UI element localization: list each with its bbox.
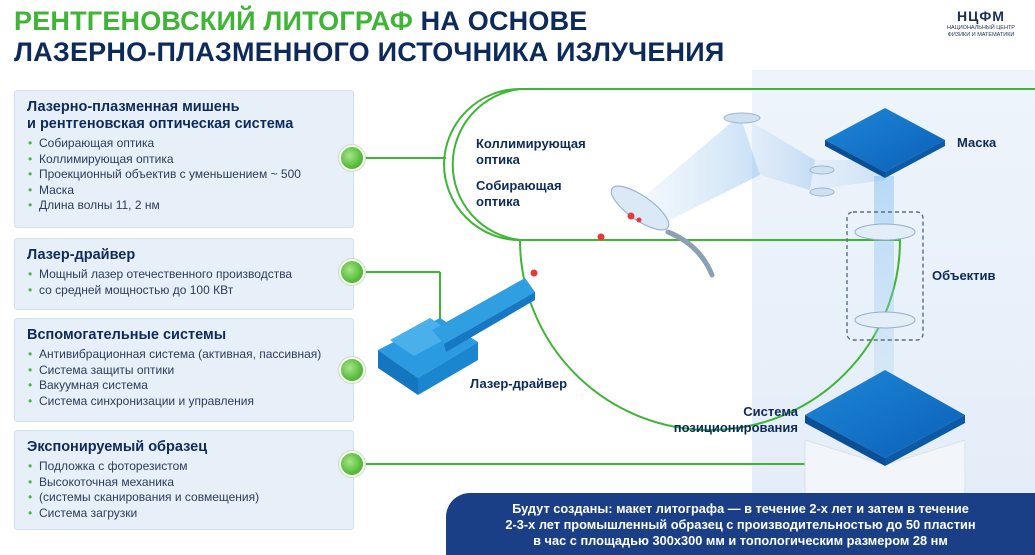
label-positioning-2: позиционирования — [673, 420, 798, 435]
connector-dot-4 — [341, 453, 363, 475]
banner-line-3: в час с площадью 300х300 мм и топологиче… — [533, 533, 948, 548]
banner-line-2: 2-3-х лет промышленный образец с произво… — [505, 517, 976, 532]
card-laser-driver: Лазер-драйвер Мощный лазер отечественног… — [14, 238, 354, 310]
list-item: Подложка с фоторезистом — [27, 459, 341, 475]
label-positioning-system: Система позиционирования — [662, 404, 798, 436]
title-line1-rest: НА ОСНОВЕ — [412, 6, 588, 36]
summary-banner: Будут созданы: макет литографа — в течен… — [446, 493, 1035, 555]
title-highlight: РЕНТГЕНОВСКИЙ ЛИТОГРАФ — [14, 6, 413, 36]
list-item: Высокоточная механика — [27, 475, 341, 491]
collimating-mirror — [723, 112, 761, 124]
title-line2: ЛАЗЕРНО-ПЛАЗМЕННОГО ИСТОЧНИКА ИЗЛУЧЕНИЯ — [14, 37, 725, 67]
list-item: Вакуумная система — [27, 378, 341, 394]
objective-lens-bottom — [854, 311, 916, 329]
card-list: Собирающая оптика Коллимирующая оптика П… — [27, 136, 341, 214]
list-item: Длина волны 11, 2 нм — [27, 198, 341, 214]
card-list: Подложка с фоторезистом Высокоточная мех… — [27, 459, 341, 521]
laser-driver-device — [378, 269, 538, 395]
card-title-line2: и рентгеновская оптическая система — [27, 116, 294, 132]
label-collecting-optics: Собирающая оптика — [476, 178, 562, 210]
label-mask: Маска — [957, 135, 997, 150]
list-item: Система синхронизации и управления — [27, 394, 341, 410]
card-list: Антивибрационная система (активная, пасс… — [27, 347, 341, 409]
connector-dot-2 — [341, 261, 363, 283]
list-item: Мощный лазер отечественного производства — [27, 267, 341, 283]
list-item: (системы сканирования и совмещения) — [27, 490, 341, 506]
label-collecting-2: оптика — [476, 194, 520, 209]
label-collimating-optics: Коллимирующая оптика — [476, 136, 586, 168]
label-collimating-2: оптика — [476, 152, 520, 167]
logo-line1: НАЦИОНАЛЬНЫЙ ЦЕНТР — [947, 25, 1015, 31]
connector-dot-3 — [341, 359, 363, 381]
label-collecting-1: Собирающая — [476, 178, 562, 193]
list-item: Собирающая оптика — [27, 136, 341, 152]
list-item: Антивибрационная система (активная, пасс… — [27, 347, 341, 363]
connector-dot-1 — [341, 147, 363, 169]
logo-abbr: НЦФМ — [957, 8, 1005, 24]
list-item: Система защиты оптики — [27, 363, 341, 379]
label-laser-driver: Лазер-драйвер — [470, 376, 568, 391]
card-title: Вспомогательные системы — [27, 327, 227, 343]
label-collimating-1: Коллимирующая — [476, 136, 586, 151]
logo: НЦФМ НАЦИОНАЛЬНЫЙ ЦЕНТР ФИЗИКИ И МАТЕМАТ… — [935, 8, 1027, 38]
card-title-line1: Лазерно-плазменная мишень — [27, 99, 240, 115]
label-objective: Объектив — [932, 268, 996, 283]
card-title: Экспонируемый образец — [27, 439, 208, 455]
card-exposed-sample: Экспонируемый образец Подложка с фоторез… — [14, 430, 354, 530]
list-item: Маска — [27, 183, 341, 199]
list-item: со средней мощностью до 100 КВт — [27, 283, 341, 299]
objective-box — [846, 211, 924, 341]
label-positioning-1: Система — [743, 404, 798, 419]
banner-line-1: Будут созданы: макет литографа — в течен… — [512, 501, 969, 516]
plasma-spot — [597, 233, 605, 241]
objective-lens-top — [854, 223, 916, 241]
card-list: Мощный лазер отечественного производства… — [27, 267, 341, 298]
card-title: Лазер-драйвер — [27, 247, 136, 263]
beam-1 — [640, 115, 760, 225]
page-title: РЕНТГЕНОВСКИЙ ЛИТОГРАФ НА ОСНОВЕ ЛАЗЕРНО… — [14, 6, 724, 68]
wafer-chip — [805, 370, 965, 458]
card-auxiliary-systems: Вспомогательные системы Антивибрационная… — [14, 318, 354, 422]
list-item: Система загрузки — [27, 506, 341, 522]
logo-line2: ФИЗИКИ И МАТЕМАТИКИ — [947, 32, 1015, 38]
list-item: Коллимирующая оптика — [27, 152, 341, 168]
list-item: Проекционный объектив с уменьшением ~ 50… — [27, 167, 341, 183]
